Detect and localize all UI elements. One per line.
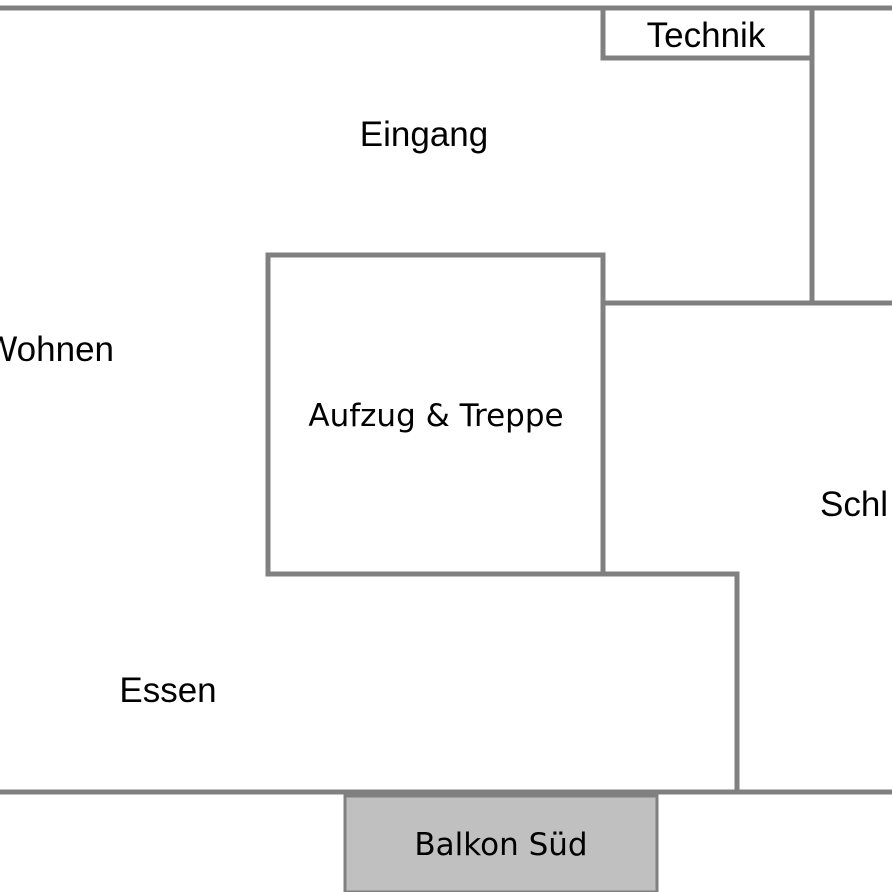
label-essen: Essen [119,671,216,710]
wall-essen-schlafen [600,571,740,795]
label-wohnen: Wohnen [0,330,114,369]
technik-room-walls [600,5,815,61]
aufzug-treppe-core [265,252,606,577]
label-eingang: Eingang [360,115,488,154]
label-technik: Technik [647,16,766,55]
balkon-area [343,794,659,892]
label-aufzug-treppe: Aufzug & Treppe [308,398,563,434]
label-schlafen: Schl [820,485,888,524]
label-balkon-sued: Balkon Süd [414,827,587,863]
